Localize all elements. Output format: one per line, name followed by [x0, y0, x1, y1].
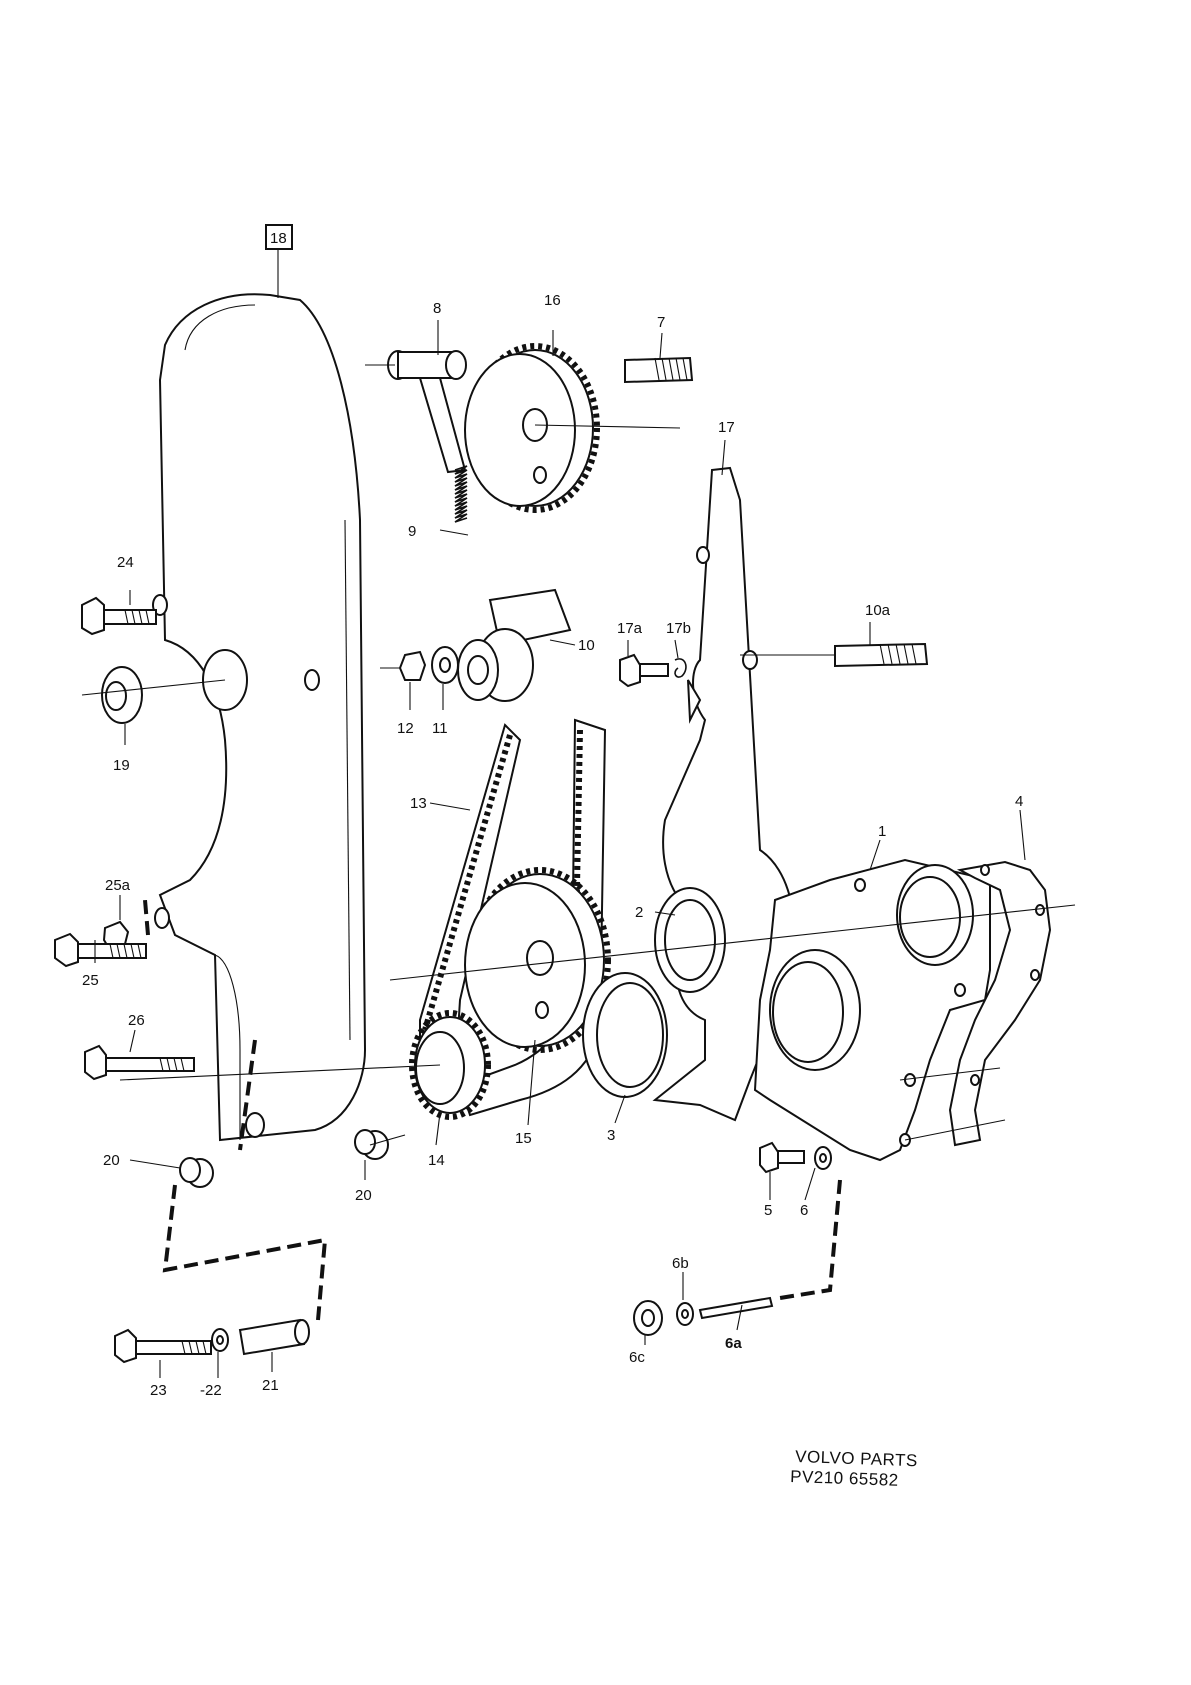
callout-19: 19 [113, 757, 130, 774]
callout-11: 11 [432, 720, 448, 737]
sleeve [238, 1318, 310, 1356]
callout-3: 3 [607, 1127, 615, 1144]
callout-25a: 25a [105, 877, 131, 894]
bolt [759, 1141, 805, 1174]
callout-16: 16 [544, 292, 561, 309]
footer-part-number: PV210 65582 [790, 1467, 899, 1490]
callout-20-right: 20 [355, 1187, 372, 1204]
callout-12: 12 [397, 720, 414, 737]
long-bolt [84, 1044, 195, 1081]
callout-18: 18 [270, 230, 287, 247]
callout-1: 1 [878, 823, 886, 840]
oil-seal [654, 887, 726, 993]
callout-6b: 6b [672, 1255, 689, 1272]
spacer [354, 1129, 389, 1160]
footer-brand: VOLVO PARTS [795, 1447, 918, 1470]
clip [674, 658, 687, 678]
callout-15: 15 [515, 1130, 532, 1147]
spacer [179, 1157, 214, 1188]
gasket [948, 860, 1052, 1147]
callout-22: -22 [200, 1382, 222, 1399]
callout-21: 21 [262, 1377, 279, 1394]
tension-spring [454, 465, 468, 523]
callout-17: 17 [718, 419, 735, 436]
callout-23: 23 [150, 1382, 167, 1399]
bolt [619, 653, 669, 688]
callout-6a: 6a [725, 1335, 742, 1352]
callout-25: 25 [82, 972, 99, 989]
leader-lines [81, 250, 1076, 1378]
callout-labels: 18 8 16 7 17 9 24 10a 17a 17b 10 12 11 1… [82, 230, 1023, 1399]
timing-cover [152, 293, 367, 1142]
camshaft-gear [464, 343, 600, 513]
catalog-reference: VOLVO PARTS PV210 65582 [790, 1447, 918, 1490]
callout-10a: 10a [865, 602, 891, 619]
timing-gear-housing [753, 858, 991, 1162]
washer [814, 1146, 832, 1170]
nut [398, 650, 427, 681]
callout-8: 8 [433, 300, 441, 317]
callout-20-left: 20 [103, 1152, 120, 1169]
callout-10: 10 [578, 637, 595, 654]
callout-9: 9 [408, 523, 416, 540]
tensioner-arm [387, 350, 467, 474]
callout-24: 24 [117, 554, 134, 571]
callout-14: 14 [428, 1152, 445, 1169]
stud [834, 642, 929, 668]
callout-17b: 17b [666, 620, 691, 637]
callout-26: 26 [128, 1012, 145, 1029]
belt-guide-pulley [409, 1010, 491, 1120]
tensioner-pulley [457, 588, 572, 702]
callout-6: 6 [800, 1202, 808, 1219]
callout-6c: 6c [629, 1349, 645, 1366]
stud [698, 1296, 774, 1320]
callout-7: 7 [657, 314, 665, 331]
washer [676, 1302, 694, 1326]
cover-bolt [81, 596, 157, 636]
callout-13: 13 [410, 795, 427, 812]
assembly-path [143, 899, 842, 1321]
oil-seal [101, 666, 143, 724]
part-tag-box [265, 224, 293, 250]
callout-5: 5 [764, 1202, 772, 1219]
bolt [54, 932, 147, 968]
callout-4: 4 [1015, 793, 1023, 810]
oil-seal [582, 972, 668, 1098]
washer [431, 646, 459, 684]
flange-nut [633, 1300, 663, 1336]
stud [624, 356, 694, 384]
washer [211, 1328, 229, 1352]
callout-2: 2 [635, 904, 643, 921]
crankshaft-gear [464, 867, 611, 1053]
bolt [114, 1328, 212, 1364]
callout-17a: 17a [617, 620, 643, 637]
